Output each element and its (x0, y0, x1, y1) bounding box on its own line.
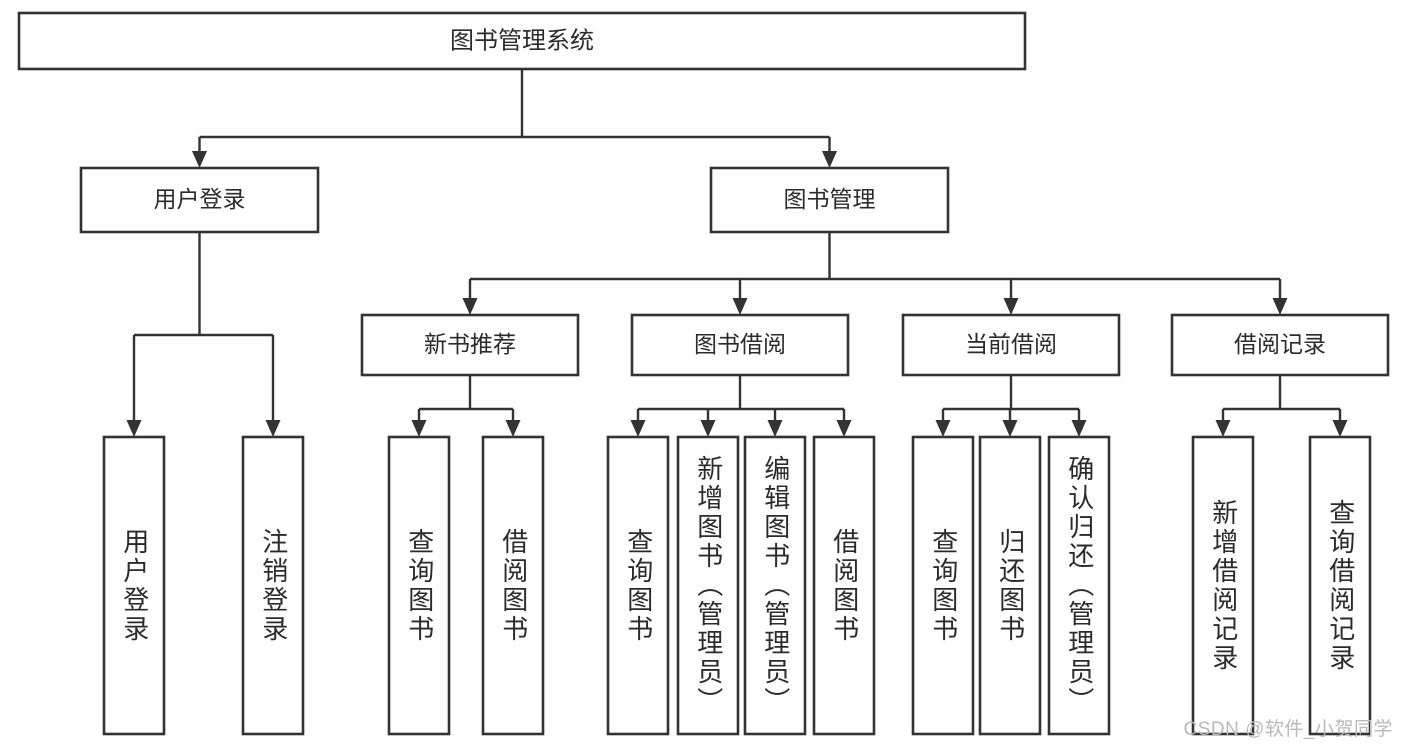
arrow-current-borrow-to-leaf-confirm-return-head (1071, 420, 1087, 437)
arrow-root-to-book-manage-head (822, 151, 837, 168)
node-root-label: 图书管理系统 (450, 27, 594, 54)
node-leaf-query-book-3-box (911, 435, 975, 736)
arrow-bm-to-book-borrow-head (732, 298, 748, 315)
node-new-book-rec-label: 新书推荐 (424, 331, 516, 357)
node-leaf-user-login-box (102, 435, 166, 736)
node-book-borrow-box (630, 313, 850, 377)
node-user-login[interactable]: 用户登录 (79, 166, 320, 234)
arrow-book-borrow-to-leaf-edit-book-head (767, 420, 783, 437)
node-book-manage-label: 图书管理 (784, 186, 876, 212)
arrow-new-book-rec-to-leaf-borrow-book-1-head (505, 420, 521, 437)
node-book-manage[interactable]: 图书管理 (709, 166, 950, 234)
node-leaf-confirm-return-box (1047, 435, 1111, 736)
node-leaf-return-book-box (978, 435, 1042, 736)
node-leaf-borrow-book-1[interactable] (481, 435, 545, 736)
node-leaf-logout[interactable] (241, 435, 305, 736)
node-user-login-box (79, 166, 320, 234)
node-borrow-record[interactable]: 借阅记录 (1170, 313, 1390, 377)
node-leaf-edit-book-box (743, 435, 807, 736)
node-leaf-add-book[interactable] (676, 435, 740, 736)
node-leaf-borrow-book-2-box (812, 435, 876, 736)
node-leaf-logout-box (241, 435, 305, 736)
node-leaf-borrow-book-2[interactable] (812, 435, 876, 736)
node-book-borrow-label: 图书借阅 (694, 331, 786, 357)
node-leaf-edit-book[interactable] (743, 435, 807, 736)
node-leaf-query-book-3[interactable] (911, 435, 975, 736)
connector-layer (126, 69, 1348, 437)
arrow-bm-to-borrow-record-head (1272, 298, 1288, 315)
node-leaf-query-book-1[interactable] (387, 435, 451, 736)
arrow-bm-to-new-book-rec-head (462, 298, 478, 315)
node-leaf-return-book[interactable] (978, 435, 1042, 736)
node-borrow-record-label: 借阅记录 (1234, 331, 1326, 357)
node-borrow-record-box (1170, 313, 1390, 377)
node-new-book-rec[interactable]: 新书推荐 (360, 313, 580, 377)
arrow-borrow-record-to-leaf-add-record-head (1215, 420, 1231, 437)
node-book-borrow[interactable]: 图书借阅 (630, 313, 850, 377)
node-leaf-user-login[interactable] (102, 435, 166, 736)
node-leaf-borrow-book-1-box (481, 435, 545, 736)
arrow-user-login-to-leaf-logout-head (265, 420, 281, 437)
arrow-book-borrow-to-leaf-query-book-2-head (630, 420, 646, 437)
node-leaf-query-book-2[interactable] (606, 435, 670, 736)
arrow-new-book-rec-to-leaf-query-book-1-head (411, 420, 427, 437)
node-current-borrow-label: 当前借阅 (965, 331, 1057, 357)
arrow-current-borrow-to-leaf-return-book-head (1002, 420, 1018, 437)
node-leaf-add-record[interactable] (1191, 435, 1255, 736)
node-leaf-add-record-box (1191, 435, 1255, 736)
arrow-root-to-user-login-head (192, 151, 207, 168)
node-leaf-query-record-box (1308, 435, 1372, 736)
node-leaf-query-book-2-box (606, 435, 670, 736)
arrow-book-borrow-to-leaf-add-book-head (700, 420, 716, 437)
node-leaf-query-record[interactable] (1308, 435, 1372, 736)
node-leaf-add-book-box (676, 435, 740, 736)
node-current-borrow[interactable]: 当前借阅 (901, 313, 1121, 377)
node-new-book-rec-box (360, 313, 580, 377)
arrow-bm-to-current-borrow-head (1003, 298, 1019, 315)
node-current-borrow-box (901, 313, 1121, 377)
node-book-manage-box (709, 166, 950, 234)
node-leaf-query-book-1-box (387, 435, 451, 736)
arrow-current-borrow-to-leaf-query-book-3-head (935, 420, 951, 437)
watermark-text: CSDN @软件_小贺同学 (1183, 719, 1393, 740)
arrow-book-borrow-to-leaf-borrow-book-2-head (836, 420, 852, 437)
node-user-login-label: 用户登录 (154, 186, 246, 212)
node-leaf-confirm-return[interactable] (1047, 435, 1111, 736)
node-root[interactable]: 图书管理系统 (17, 11, 1027, 71)
arrow-borrow-record-to-leaf-query-record-head (1332, 420, 1348, 437)
arrow-user-login-to-leaf-user-login-head (126, 420, 142, 437)
node-root-box (17, 11, 1027, 71)
